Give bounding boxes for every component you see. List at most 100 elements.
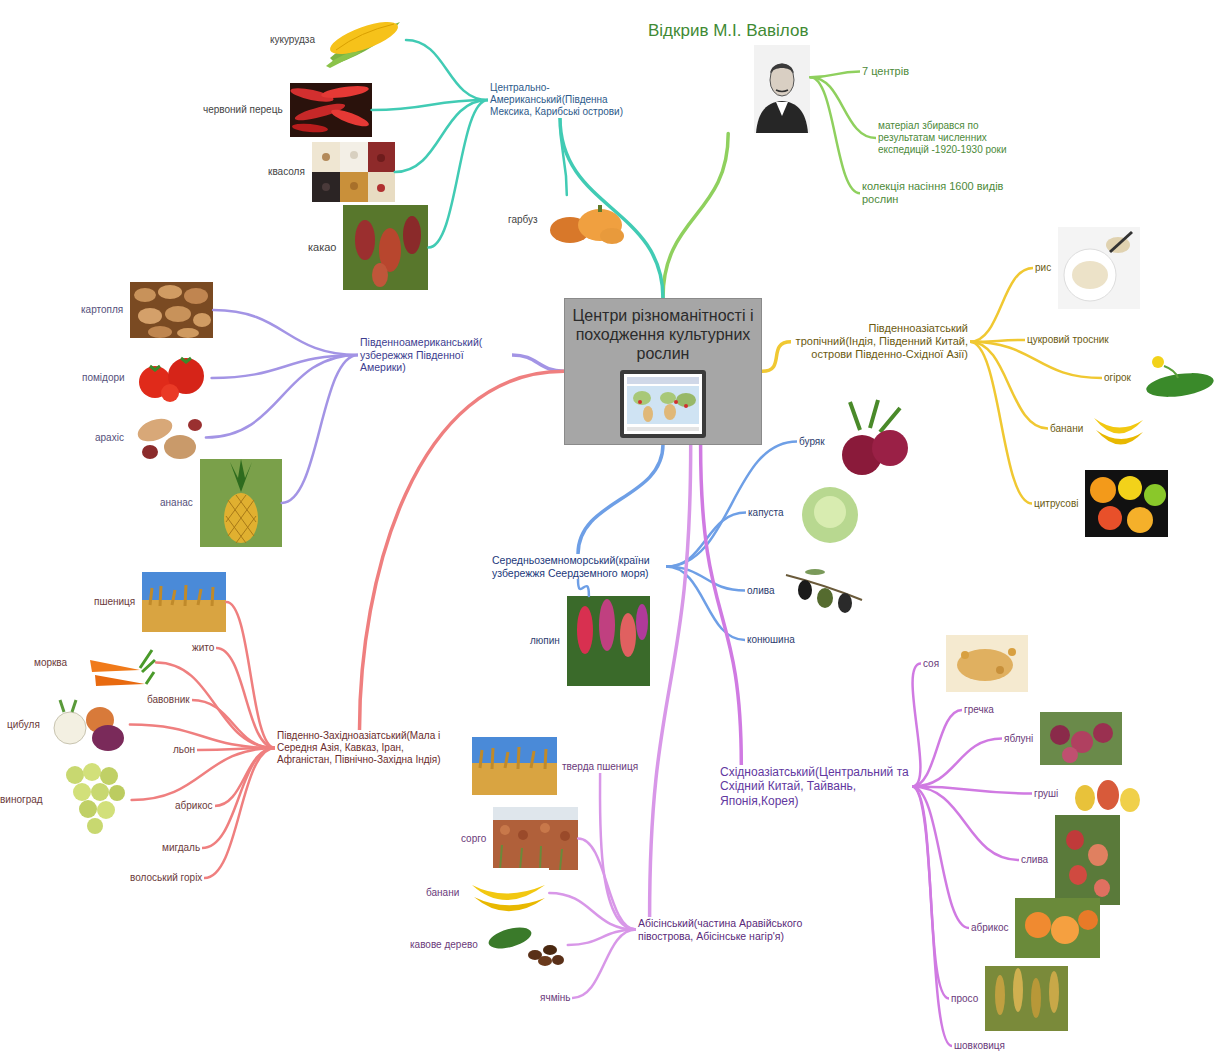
- map-thumbnail-part: [620, 370, 706, 438]
- branch-topic: Південноамериканський( узбережжя Південн…: [358, 336, 512, 374]
- pear-photo-part: [1120, 788, 1140, 812]
- map-thumbnail-part: [627, 427, 699, 431]
- citrus-photo-part: [1127, 507, 1153, 533]
- picture-slot: [545, 195, 628, 245]
- branch-connector: [216, 648, 275, 748]
- beans-photo-part: [377, 184, 385, 192]
- leaf-label: матеріал збирався по результатам численн…: [876, 120, 1020, 156]
- picture-slot: [74, 635, 156, 690]
- beans-photo-part: [322, 153, 330, 161]
- leaf-topic: колекція насіння 1600 видів рослин: [860, 180, 1014, 206]
- leaf-label: тверда пшениця: [560, 761, 640, 773]
- corn-photo-part: [326, 15, 401, 60]
- beet-photo-part: [872, 430, 908, 466]
- map-thumbnail-part: [684, 404, 688, 408]
- branch-connector: [663, 133, 728, 298]
- leaf-topic: цитрусові: [1032, 470, 1168, 537]
- pepper-photo-part: [292, 122, 329, 133]
- map-thumbnail: [620, 370, 706, 438]
- sorghum-photo-part: [540, 823, 550, 833]
- leaf-label: соя: [921, 658, 941, 670]
- soy-photo: [946, 635, 1028, 692]
- plum-photo-part: [1069, 865, 1087, 885]
- map-thumbnail-part: [638, 400, 642, 404]
- branch-connector: [578, 445, 663, 554]
- cucumber-photo-part: [1164, 366, 1178, 378]
- map-thumbnail-part: [633, 391, 651, 405]
- lupin-photo-part: [636, 604, 648, 640]
- grapes-photo-part: [109, 785, 125, 801]
- cabbage-photo-part: [802, 487, 858, 543]
- coffee-photo-part: [486, 924, 533, 953]
- olive-photo-part: [805, 569, 825, 575]
- pepper-photo-part: [321, 84, 370, 101]
- corn-photo-part: [322, 12, 406, 68]
- branch-connector: [573, 930, 637, 998]
- leaf-label: олива: [745, 585, 777, 597]
- leaf-label: цитрусові: [1032, 498, 1080, 510]
- picture-slot: [1085, 470, 1168, 537]
- picture-slot: [200, 459, 282, 547]
- picture-slot: [1065, 772, 1147, 815]
- pumpkin-photo-part: [545, 195, 628, 245]
- lupin-photo-part: [577, 606, 593, 654]
- leaf-label: рис: [1033, 262, 1053, 274]
- portrait-photo-part: [776, 90, 788, 92]
- picture-slot: [485, 922, 568, 968]
- leaf-topic: волоський горіх: [128, 872, 204, 884]
- picture-slot: [130, 282, 213, 338]
- apple-photo: [1040, 712, 1122, 765]
- rice-photo-part: [1064, 249, 1116, 301]
- sorghum-photo: [493, 807, 578, 870]
- leaf-label: конюшина: [745, 634, 797, 646]
- branch-topic: Східноазіатський(Центральний та Східний …: [718, 765, 912, 808]
- leaf-topic: мигдаль: [160, 842, 202, 854]
- leaf-label: кукурудза: [268, 34, 317, 46]
- leaf-topic: цибуля: [5, 696, 130, 753]
- millet-photo-part: [995, 975, 1005, 1015]
- potato-photo-part: [158, 285, 182, 299]
- branch-title: Південно-Західноазіатський(Мала і Середн…: [275, 730, 444, 766]
- map-thumbnail-part: [676, 393, 696, 407]
- branch-connector: [206, 355, 358, 438]
- leaf-topic: олива: [745, 558, 866, 623]
- portrait-photo-part: [756, 101, 808, 133]
- millet-photo: [985, 966, 1068, 1031]
- branch-connector: [549, 893, 636, 930]
- branch-connector: [213, 310, 358, 355]
- corn-photo: [322, 12, 406, 68]
- branch-connector: [578, 839, 636, 930]
- branch-connector: [912, 787, 969, 928]
- leaf-label: ананас: [158, 497, 195, 509]
- tomato-photo-part: [161, 384, 179, 402]
- potato-photo-part: [148, 326, 172, 338]
- tomato-photo-part: [132, 352, 212, 404]
- olive-photo: [782, 558, 866, 623]
- citrus-photo: [1085, 470, 1168, 537]
- branch-title: Середньоземноморський(країни узбережжя С…: [490, 554, 666, 579]
- apricot-photo-part: [1078, 910, 1098, 930]
- leaf-label: арахіс: [93, 432, 126, 444]
- coffee-photo: [485, 922, 568, 968]
- leaf-topic: жито: [190, 642, 216, 654]
- leaf-label: буряк: [797, 436, 827, 448]
- citrus-photo-part: [1090, 477, 1116, 503]
- branch-title: Центрально-Американський(Південна Мексик…: [488, 82, 632, 118]
- coffee-photo-part: [543, 945, 557, 955]
- branch-connector: [970, 342, 1048, 429]
- olive-photo-part: [782, 558, 866, 623]
- leaf-label: мигдаль: [160, 842, 202, 854]
- branch-title: Східноазіатський(Центральний та Східний …: [718, 765, 912, 808]
- leaf-label: слива: [1019, 854, 1050, 866]
- leaf-label: пшениця: [92, 596, 137, 608]
- beans-photo-part: [322, 183, 330, 191]
- grapes-photo-part: [50, 756, 132, 844]
- corn-photo-part: [326, 52, 362, 68]
- sorghum-photo-part: [500, 845, 562, 870]
- leaf-label: помідори: [80, 372, 127, 384]
- branch-connector: [429, 100, 489, 248]
- soy-photo-part: [946, 635, 1028, 692]
- coffee-photo-part: [485, 922, 568, 968]
- leaf-label: гречка: [962, 704, 996, 716]
- sorghum-photo-part: [518, 830, 528, 840]
